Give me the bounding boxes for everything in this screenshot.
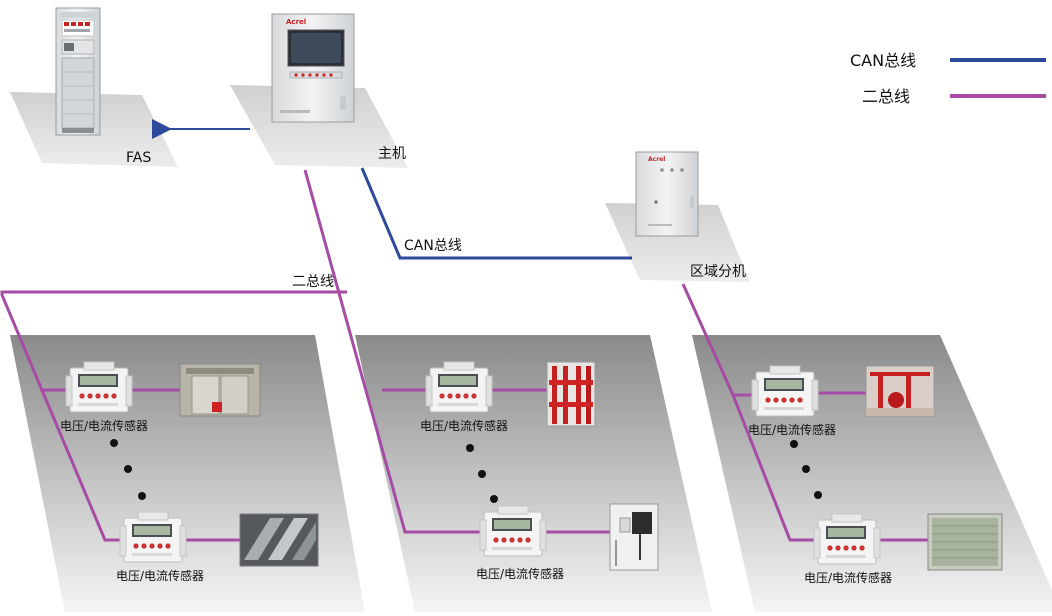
two-wire-zone-line [681, 283, 816, 542]
zone-label: 区域分机 [690, 264, 746, 280]
sensor-label-right-bottom: 电压/电流传感器 [804, 570, 892, 585]
legend-can-label: CAN总线 [850, 51, 916, 70]
control-box-image [609, 503, 659, 571]
sensor-label-left-top: 电压/电流传感器 [60, 418, 148, 433]
sensor-label-middle-top: 电压/电流传感器 [420, 418, 508, 433]
legend: CAN总线 二总线 [850, 51, 1046, 106]
ellipsis-middle [466, 444, 498, 503]
can-bus-line [360, 167, 632, 260]
sensor-right-bottom [813, 513, 881, 565]
can-bus-link-label: CAN总线 [404, 238, 462, 254]
sensor-left-bottom [119, 511, 187, 563]
host-label: 主机 [378, 146, 406, 162]
sensor-middle-top [425, 361, 493, 413]
zone-brand-logo: Acrel [648, 156, 665, 163]
fas-label: FAS [126, 150, 151, 166]
two-wire-link-label: 二总线 [292, 274, 334, 290]
fire-pump-image [546, 361, 596, 427]
legend-two-wire-label: 二总线 [862, 87, 910, 106]
sensor-label-left-bottom: 电压/电流传感器 [116, 568, 204, 583]
duct-image [239, 513, 319, 567]
host-brand-logo: Acrel [286, 18, 306, 26]
two-wire-left-line [0, 290, 347, 542]
ellipsis-left [110, 439, 146, 500]
fire-shutter-image [927, 513, 1003, 571]
sensor-left-top [65, 361, 133, 413]
sensor-label-right-top: 电压/电流传感器 [748, 422, 836, 437]
elevator-door-image [179, 363, 261, 417]
sensor-middle-bottom [479, 505, 547, 557]
fas-cabinet [55, 7, 101, 136]
sensor-right-top [751, 365, 819, 417]
ellipsis-right [790, 440, 822, 499]
zone-cabinet: Acrel [635, 151, 699, 237]
sensor-label-middle-bottom: 电压/电流传感器 [476, 566, 564, 581]
pump-room-image [865, 365, 935, 417]
host-cabinet: Acrel [271, 13, 355, 123]
